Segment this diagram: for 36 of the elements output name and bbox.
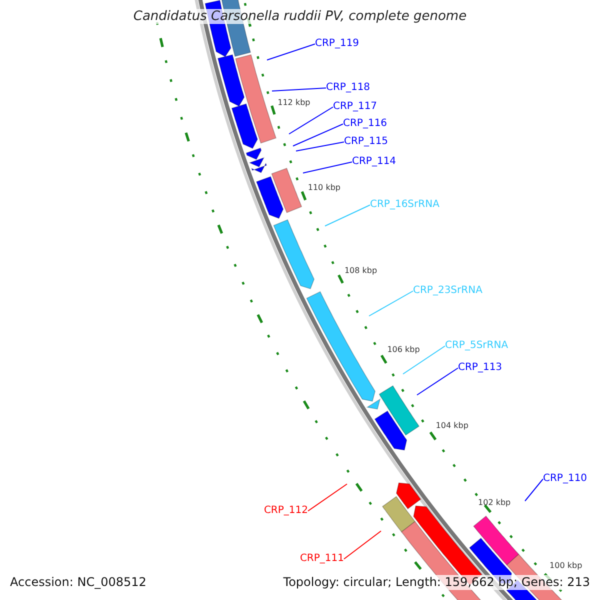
leader-line — [292, 124, 344, 146]
tick-label: 102 kbp — [478, 498, 511, 508]
gene-label: CRP_111 — [300, 552, 344, 565]
gene-label: CRP_23SrRNA — [413, 284, 482, 297]
leader-line — [272, 88, 326, 92]
gene-label: CRP_110 — [543, 472, 588, 485]
genome-info-text: Accession: NC_008512 — [10, 575, 146, 590]
tick-label: 106 kbp — [387, 345, 420, 356]
gene-label: CRP_116 — [343, 117, 388, 130]
genome-title: Candidatus Carsonella ruddii PV, complete genome — [131, 9, 469, 24]
tick-label: 104 kbp — [436, 421, 468, 432]
leader-line — [266, 44, 316, 60]
tick-label: 112 kbp — [278, 98, 310, 108]
gene-label: CRP_118 — [326, 81, 370, 94]
leader-line — [324, 204, 370, 226]
gene-label: CRP_16SrRNA — [370, 198, 440, 211]
gene-label: CRP_5SrRNA — [445, 339, 508, 352]
gene-label: CRP_115 — [344, 135, 388, 148]
leader-line — [288, 106, 334, 134]
tick-label: 100 kbp — [550, 560, 582, 571]
gene-label: CRP_112 — [264, 504, 308, 517]
leader-line — [308, 484, 348, 512]
gene-label: CRP_117 — [333, 100, 378, 113]
gene-label: CRP_114 — [352, 155, 396, 168]
leader-line — [344, 530, 382, 560]
genome-info-text: Topology: circular; Length: 159,662 bp; Genes: 213 — [283, 575, 590, 590]
gene-label: CRP_113 — [458, 361, 502, 374]
leader-line — [296, 142, 344, 152]
leader-line — [302, 162, 352, 174]
gene-label: CRP_119 — [315, 37, 360, 50]
leader-line — [368, 290, 414, 316]
leader-line — [524, 478, 544, 502]
leader-line — [402, 346, 446, 374]
tick-label: 110 kbp — [308, 183, 340, 194]
tick-label: 108 kbp — [344, 266, 378, 276]
leader-line — [416, 368, 458, 396]
